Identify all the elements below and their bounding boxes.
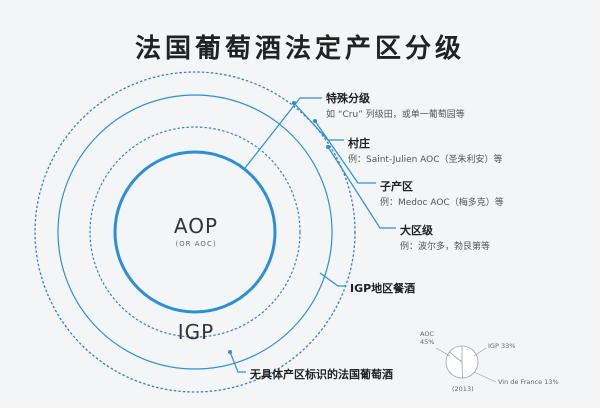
callout-region-title: 大区级 [400, 224, 433, 237]
aoc-sublabel: (OR AOC) [175, 240, 217, 248]
callout-vdf-title: 无具体产区标识的法国葡萄酒 [250, 368, 393, 381]
leader-special [244, 97, 322, 169]
page-title: 法国葡萄酒法定产区分级 [134, 34, 465, 64]
inner-dashed-ring [89, 126, 301, 338]
aop-label: AOP [173, 214, 219, 238]
callout-region-detail: 例：波尔多，勃艮第等 [400, 242, 491, 252]
leader-dot [313, 119, 317, 123]
igp-label: IGP [177, 320, 215, 344]
callout-igp-title: IGP地区餐酒 [350, 282, 416, 295]
pie-slice-igp [461, 361, 463, 379]
callout-special-detail: 如 “Cru” 列级田，或单一葡萄园等 [326, 110, 465, 120]
pie-label-aoc: AOC 45% [420, 330, 434, 346]
leader-dot [326, 145, 330, 149]
leader-igp [319, 272, 346, 287]
outer-ring [34, 71, 356, 393]
callout-subregion-title: 子产区 [380, 180, 413, 193]
pie-label-igp: IGP 33% [488, 342, 516, 350]
leader-dot [292, 101, 296, 105]
pie-leader-vdf [473, 371, 497, 383]
callout-village-detail: 例：Saint-Julien AOC（圣朱利安）等 [348, 155, 503, 165]
callout-subregion-detail: 例：Medoc AOC（梅多克）等 [380, 198, 504, 208]
leader-vdf [229, 351, 246, 373]
igp-ring [57, 94, 333, 370]
share-pie-chart [445, 345, 479, 379]
pie-slice-vdf [449, 351, 463, 363]
pie-leader-aoc [435, 347, 451, 357]
leader-dot [228, 350, 232, 354]
pie-label-aoc-text: AOC 45% [420, 330, 435, 346]
pie-caption: (2013) [452, 385, 474, 393]
leader-region [327, 146, 396, 229]
leader-subregion [314, 120, 376, 184]
pie-leader-igp [473, 347, 487, 357]
aop-ring [113, 150, 277, 314]
callout-village-title: 村庄 [348, 137, 370, 150]
pie-label-vdf: Vin de France 13% [498, 378, 559, 386]
callout-special-title: 特殊分级 [326, 92, 370, 105]
